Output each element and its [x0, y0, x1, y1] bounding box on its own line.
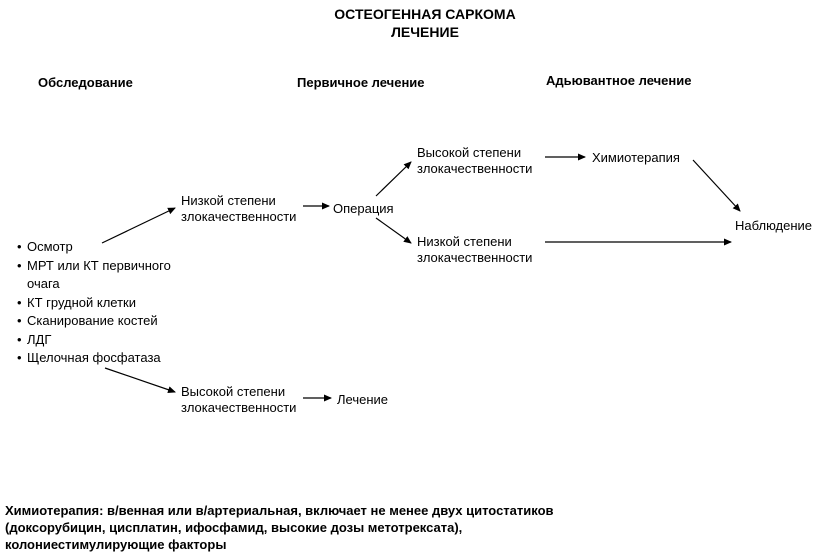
node-treatment: Лечение [337, 392, 389, 407]
node-observation: Наблюдение [735, 218, 813, 233]
exam-item: •Осмотр [17, 239, 73, 254]
exam-item: •МРТ или КТ первичного [17, 257, 171, 273]
column-header-adjuvant: Адьювантное лечение [546, 73, 692, 88]
arrow-operation-to-low-grade [375, 217, 412, 244]
title-line-1: ОСТЕОГЕННАЯ САРКОМА [334, 6, 516, 22]
arrow-exam-to-high-grade [104, 367, 176, 394]
node-chemotherapy: Химиотерапия [592, 150, 680, 165]
title-line-2: ЛЕЧЕНИЕ [391, 24, 459, 40]
exam-item: •Щелочная фосфатаза [17, 350, 161, 365]
node-low-grade-adjuvant: Низкой степени злокачественности [417, 234, 533, 265]
exam-list: •Осмотр •МРТ или КТ первичного очага •КТ… [17, 238, 171, 368]
chemotherapy-note: Химиотерапия: в/венная или в/артериальна… [5, 503, 554, 552]
exam-item: •ЛДГ [17, 331, 52, 347]
node-high-grade-primary: Высокой степени злокачественности [181, 384, 297, 415]
node-high-grade-adjuvant: Высокой степени злокачественности [417, 145, 533, 176]
arrow-operation-to-high-grade [375, 161, 412, 197]
arrow-chemotherapy-to-observation [692, 159, 741, 212]
diagram-title: ОСТЕОГЕННАЯ САРКОМА ЛЕЧЕНИЕ [300, 5, 550, 41]
arrow-exam-to-low-grade [101, 207, 176, 244]
column-header-exam: Обследование [38, 75, 133, 90]
exam-item: •КТ грудной клетки [17, 294, 137, 310]
node-operation: Операция [333, 201, 394, 216]
exam-item: •Сканирование костей [17, 313, 158, 328]
column-header-primary: Первичное лечение [297, 75, 425, 90]
node-low-grade-primary: Низкой степени злокачественности [181, 193, 297, 224]
exam-item-continuation: очага [27, 276, 60, 291]
